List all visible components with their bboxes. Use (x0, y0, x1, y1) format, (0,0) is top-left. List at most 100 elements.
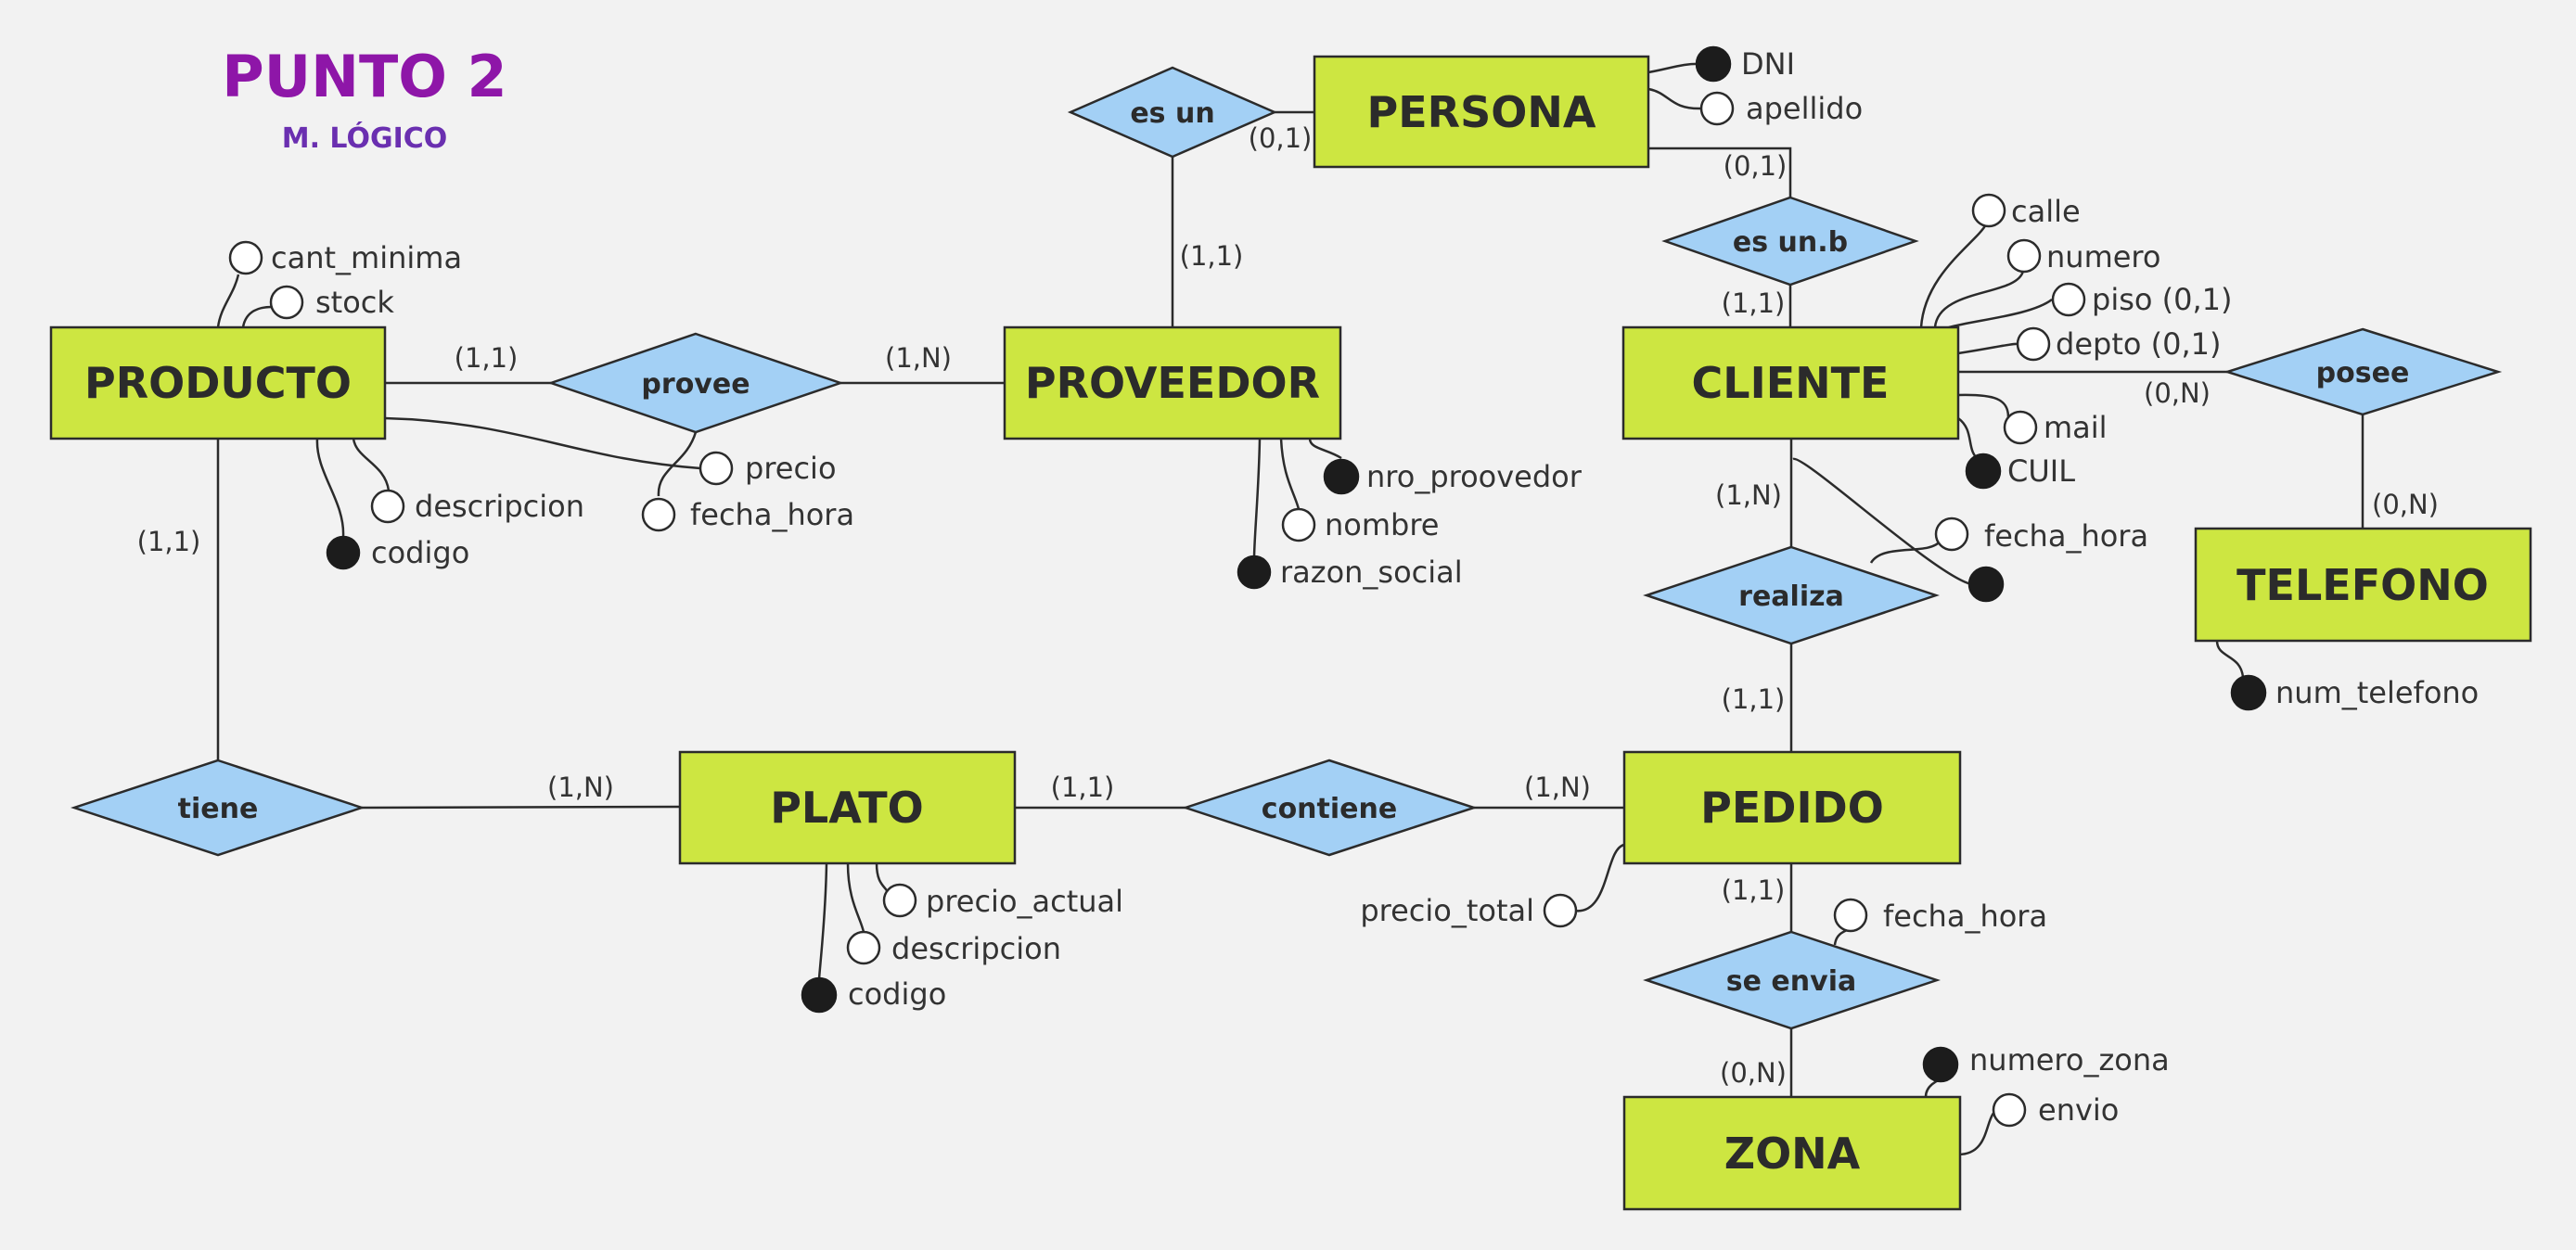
diagram-subtitle: M. LÓGICO (282, 121, 448, 155)
attribute-fecha-hora-realiza[interactable]: fecha_hora (1934, 517, 2148, 554)
attribute-label: DNI (1741, 46, 1795, 82)
attribute-dni[interactable]: DNI (1695, 45, 1795, 83)
line-persona-esunb (1648, 147, 1792, 198)
attribute-cant-minima[interactable]: cant_minima (228, 240, 462, 275)
attribute-label: codigo (371, 535, 469, 570)
attribute-descripcion-plato[interactable]: descripcion (846, 930, 1061, 966)
cardinality-label: (1,1) (1051, 772, 1115, 803)
stem-codigo-producto (315, 438, 345, 538)
attribute-marker (370, 489, 405, 524)
attribute-fecha-hora-provee[interactable]: fecha_hora (641, 497, 854, 532)
attribute-numero[interactable]: numero (2006, 238, 2160, 274)
attribute-label: precio_actual (926, 884, 1123, 919)
cardinality-label: (1,N) (1715, 479, 1782, 511)
attribute-label: fecha_hora (1883, 899, 2047, 934)
attribute-cuil[interactable]: CUIL (1965, 453, 2075, 490)
stem-cant-minima (216, 274, 240, 328)
cardinality-label: (1,N) (885, 342, 952, 374)
attribute-nro-proovedor[interactable]: nro_proovedor (1323, 458, 1583, 495)
stem-razon-social (1252, 438, 1262, 560)
relationship-se-envia[interactable]: se envia (1643, 930, 1941, 1030)
attribute-precio[interactable]: precio (698, 451, 837, 486)
cardinality-label: (0,N) (2144, 377, 2211, 409)
entity-telefono[interactable]: TELEFONO (2194, 527, 2532, 643)
attribute-nombre[interactable]: nombre (1281, 507, 1439, 542)
relationship-es-un-b-label: es un.b (1733, 226, 1848, 259)
stem-numero-zona (1924, 1078, 1940, 1098)
attribute-label: numero_zona (1969, 1042, 2170, 1078)
key-attribute-marker (801, 976, 838, 1014)
key-attribute-marker (1965, 453, 2002, 490)
relationship-posee-label: posee (2316, 357, 2410, 389)
relationship-tiene-label: tiene (178, 793, 259, 825)
entity-producto[interactable]: PRODUCTO (49, 325, 387, 440)
attribute-numero-zona[interactable]: numero_zona (1922, 1042, 2170, 1083)
relationship-realiza[interactable]: realiza (1643, 545, 1940, 645)
stem-precio-total (1573, 843, 1625, 912)
attribute-codigo-plato[interactable]: codigo (801, 976, 946, 1014)
attribute-marker (1992, 1092, 2027, 1128)
attribute-label: precio_total (1360, 893, 1534, 928)
attribute-precio-total[interactable]: precio_total (1360, 893, 1578, 928)
attribute-descripcion-producto[interactable]: descripcion (370, 489, 584, 524)
relationship-es-un-b[interactable]: es un.b (1661, 196, 1919, 287)
attribute-marker (1699, 91, 1735, 126)
diagram-title: PUNTO 2 (222, 43, 506, 110)
stem-codigo-plato (817, 862, 828, 980)
attribute-calle[interactable]: calle (1971, 193, 2081, 229)
entity-plato-label: PLATO (770, 783, 924, 833)
entity-cliente-label: CLIENTE (1692, 358, 1890, 408)
key-attribute-marker (1967, 566, 2005, 603)
attribute-label: envio (2038, 1092, 2119, 1128)
relationship-posee[interactable]: posee (2223, 327, 2503, 416)
stem-fecha-hora-provee (657, 431, 698, 497)
attribute-label: codigo (848, 976, 946, 1012)
entity-proveedor[interactable]: PROVEEDOR (1003, 325, 1342, 440)
attribute-marker (882, 883, 917, 918)
entity-plato[interactable]: PLATO (678, 750, 1017, 865)
attribute-mail[interactable]: mail (2003, 410, 2108, 445)
key-attribute-marker (326, 535, 361, 570)
attribute-num-telefono[interactable]: num_telefono (2230, 674, 2479, 711)
attribute-label: razon_social (1280, 555, 1463, 590)
entity-cliente[interactable]: CLIENTE (1621, 325, 1960, 440)
attribute-label: num_telefono (2275, 675, 2479, 710)
key-attribute-marker (1237, 555, 1272, 590)
attribute-piso[interactable]: piso (0,1) (2051, 282, 2232, 317)
stem-apellido (1647, 87, 1702, 110)
relationship-contiene-label: contiene (1262, 793, 1397, 825)
stem-numero (1933, 270, 2025, 328)
attribute-razon-social[interactable]: razon_social (1237, 555, 1463, 590)
cardinality-label: (1,1) (137, 526, 201, 557)
entity-persona[interactable]: PERSONA (1313, 55, 1650, 169)
attribute-marker (2051, 282, 2086, 317)
cardinality-label: (1,1) (1722, 683, 1786, 715)
attribute-depto[interactable]: depto (0,1) (2016, 326, 2221, 362)
attribute-precio-actual[interactable]: precio_actual (882, 883, 1123, 919)
entity-pedido[interactable]: PEDIDO (1622, 750, 1962, 865)
attribute-label: fecha_hora (1984, 518, 2148, 554)
attribute-fecha-hora-envia[interactable]: fecha_hora (1833, 898, 2047, 934)
relationship-tiene[interactable]: tiene (70, 759, 365, 857)
cardinality-label: (0,N) (2372, 489, 2439, 520)
stem-fecha-hora-realiza (1869, 540, 1942, 564)
key-attribute-marker (1323, 458, 1360, 495)
relationship-provee[interactable]: provee (547, 332, 844, 434)
relationship-es-un[interactable]: es un (1067, 66, 1278, 159)
attribute-marker (846, 930, 881, 965)
attribute-label: precio (745, 451, 837, 486)
entity-pedido-label: PEDIDO (1700, 783, 1884, 833)
attribute-label: stock (315, 285, 394, 320)
stem-stock (241, 305, 273, 328)
attribute-stock[interactable]: stock (269, 285, 394, 320)
attribute-envio[interactable]: envio (1992, 1092, 2119, 1128)
attribute-label: piso (0,1) (2092, 282, 2232, 317)
attribute-apellido[interactable]: apellido (1699, 91, 1863, 126)
attribute-label: numero (2046, 239, 2160, 274)
stem-num-telefono (2215, 640, 2245, 678)
entity-zona[interactable]: ZONA (1622, 1095, 1962, 1211)
attribute-codigo-producto[interactable]: codigo (326, 535, 469, 570)
relationship-contiene[interactable]: contiene (1182, 759, 1479, 857)
attribute-marker (1971, 193, 2006, 228)
